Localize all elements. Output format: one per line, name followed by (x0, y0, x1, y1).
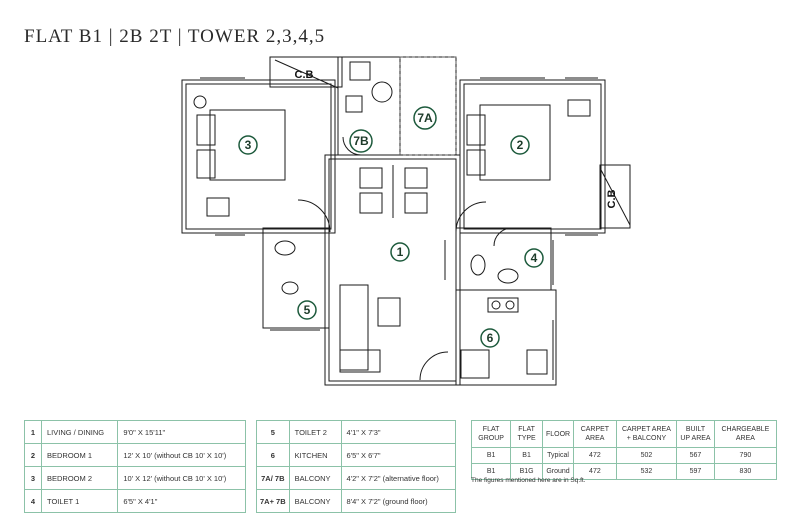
page-title: FLAT B1 | 2B 2T | TOWER 2,3,4,5 (24, 26, 326, 47)
room-marker-7a: 7A (413, 106, 437, 130)
room-marker-3: 3 (238, 135, 258, 155)
balcony-7a-outline (399, 56, 457, 156)
svg-text:2: 2 (517, 138, 524, 152)
area-table: FLAT GROUP FLAT TYPE FLOOR CARPET AREA C… (470, 420, 778, 480)
room-size-table-left: 1 LIVING / DINING 9'0" X 15'11" 2 BEDROO… (24, 420, 246, 513)
table-row: 7A+ 7B BALCONY 8'4" X 7'2" (ground floor… (256, 489, 457, 513)
room-marker-2: 2 (510, 135, 530, 155)
svg-text:4: 4 (531, 251, 538, 265)
svg-text:6: 6 (487, 331, 494, 345)
table-row: 3 BEDROOM 2 10' X 12' (without CB 10' X … (24, 466, 246, 490)
table-row: 1 LIVING / DINING 9'0" X 15'11" (24, 420, 246, 444)
cb-label-top: C.B (295, 69, 314, 81)
room-marker-5: 5 (297, 300, 317, 320)
room-size-table-mid: 5 TOILET 2 4'1" X 7'3" 6 KITCHEN 6'5" X … (256, 420, 457, 513)
table-row: 2 BEDROOM 1 12' X 10' (without CB 10' X … (24, 443, 246, 467)
room-marker-7b: 7B (349, 129, 373, 153)
room-marker-4: 4 (524, 248, 544, 268)
table-row: 6 KITCHEN 6'5" X 6'7" (256, 443, 457, 467)
svg-text:5: 5 (304, 303, 311, 317)
svg-text:3: 3 (245, 138, 252, 152)
area-note: The figures mentioned here are in Sq.ft. (471, 477, 586, 484)
table-row: B1 B1G Ground 472 532 597 830 (470, 463, 778, 480)
table-row: 7A/ 7B BALCONY 4'2" X 7'2" (alternative … (256, 466, 457, 490)
table-header-row: FLAT GROUP FLAT TYPE FLOOR CARPET AREA C… (470, 420, 778, 448)
floor-plan: 1 2 3 4 5 6 7A 7B C.B C.B (181, 56, 631, 386)
table-row: B1 B1 Typical 472 502 567 790 (470, 447, 778, 464)
svg-text:7A: 7A (417, 111, 433, 125)
table-row: 5 TOILET 2 4'1" X 7'3" (256, 420, 457, 444)
table-row: 4 TOILET 1 6'5" X 4'1" (24, 489, 246, 513)
svg-text:7B: 7B (353, 134, 369, 148)
room-marker-1: 1 (390, 242, 410, 262)
cb-label-right: C.B (606, 189, 618, 208)
room-marker-6: 6 (480, 328, 500, 348)
svg-text:1: 1 (397, 245, 404, 259)
